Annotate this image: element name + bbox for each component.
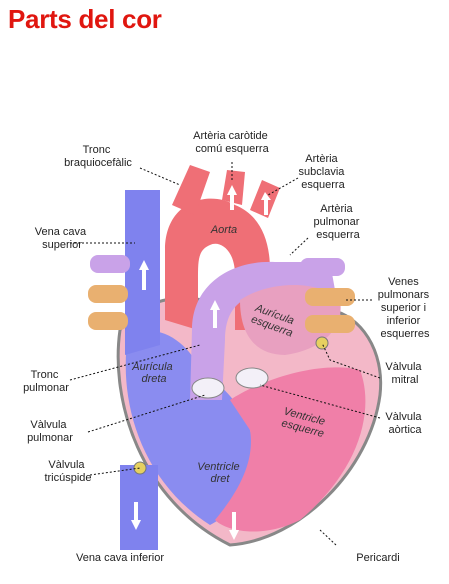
brachiocephalic-trunk (172, 165, 210, 215)
label-ventricle-dret-l1: Ventricle (197, 461, 239, 473)
pulmonary-valve (191, 377, 225, 399)
label-vena-cava-inferior: Vena cava inferior (76, 552, 164, 564)
label-arteria-carotide: Artèria caròtide comú esquerra (193, 130, 271, 155)
label-tronc-pulmonar-l2: pulmonar (23, 382, 69, 394)
label-tronc-braquiocefalic-l1: Tronc (83, 144, 111, 156)
label-venes-pulmonars-l4: inferior (387, 315, 421, 327)
label-arteria-pulmonar: Artèria pulmonar esquerra (314, 203, 363, 241)
label-valvula-pulmonar-l1: Vàlvula (30, 419, 67, 431)
aortic-valve (235, 367, 269, 389)
label-valvula-tricuspide-l2: tricúspide (44, 472, 91, 484)
label-vena-cava-superior-l1: Vena cava (35, 226, 87, 238)
mitral-valve-marker (315, 336, 329, 350)
label-vena-cava-superior: Vena cava superior (35, 226, 89, 251)
label-pericardi: Pericardi (356, 552, 399, 564)
label-valvula-mitral-l2: mitral (392, 374, 419, 386)
label-aorta: Aorta (210, 224, 237, 236)
label-arteria-pulmonar-l2: pulmonar (314, 216, 360, 228)
label-valvula-aortica-l1: Vàlvula (385, 411, 422, 423)
page-title: Parts del cor (8, 4, 162, 34)
label-ventricle-dret: Ventricle dret (197, 461, 242, 485)
right-heart (125, 330, 253, 525)
pulmonary-trunk (190, 261, 335, 400)
label-valvula-tricuspide-l1: Vàlvula (48, 459, 85, 471)
label-arteria-subclavia: Artèria subclavia esquerra (299, 153, 348, 191)
pulmonary-vein-left-upper (305, 288, 355, 306)
pulmonary-vein-right-lower (88, 312, 128, 330)
leader-lines (69, 162, 381, 546)
label-aorta-line: Aorta (210, 224, 237, 236)
inferior-vena-cava (120, 465, 158, 550)
label-arteria-pulmonar-l3: esquerra (316, 229, 360, 241)
left-common-carotid (222, 170, 245, 205)
label-valvula-mitral: Vàlvula mitral (385, 361, 424, 386)
label-arteria-subclavia-l3: esquerra (301, 179, 345, 191)
label-tronc-braquiocefalic: Tronc braquiocefàlic (64, 144, 132, 169)
label-valvula-aortica: Vàlvula aòrtica (385, 411, 424, 436)
label-venes-pulmonars-l1: Venes (388, 276, 419, 288)
label-valvula-mitral-l1: Vàlvula (385, 361, 422, 373)
pulmonary-vein-right-upper (88, 285, 128, 303)
label-auricula-dreta-l1: Aurícula (131, 361, 172, 373)
left-ventricle (215, 367, 366, 532)
label-venes-pulmonars: Venes pulmonars superior i inferior esqu… (378, 276, 432, 340)
flow-arrows (131, 185, 271, 540)
label-auricula-dreta-l2: dreta (141, 373, 166, 385)
label-vena-cava-inferior-l1: Vena cava inferior (76, 552, 164, 564)
pulmonary-vein-left-lower (305, 315, 355, 333)
pulmonary-artery-right-upper (90, 255, 130, 273)
label-auricula-dreta: Aurícula dreta (131, 361, 175, 385)
label-tronc-pulmonar-l1: Tronc (31, 369, 59, 381)
pulmonary-artery-left-upper (300, 258, 345, 276)
label-vena-cava-superior-l2: superior (42, 239, 82, 251)
label-valvula-pulmonar-l2: pulmonar (27, 432, 73, 444)
label-venes-pulmonars-l2: pulmonars (378, 289, 430, 301)
label-pericardi-l1: Pericardi (356, 552, 399, 564)
label-arteria-subclavia-l2: subclavia (299, 166, 346, 178)
label-venes-pulmonars-l5: esquerres (381, 328, 430, 340)
label-valvula-pulmonar: Vàlvula pulmonar (27, 419, 73, 444)
label-arteria-subclavia-l1: Artèria (305, 153, 338, 165)
label-tronc-braquiocefalic-l2: braquiocefàlic (64, 157, 132, 169)
label-valvula-aortica-l2: aòrtica (388, 424, 422, 436)
tricuspid-valve-marker (133, 461, 147, 475)
label-arteria-carotide-l2: comú esquerra (195, 143, 269, 155)
label-ventricle-dret-l2: dret (211, 473, 231, 485)
label-tronc-pulmonar: Tronc pulmonar (23, 369, 69, 394)
label-arteria-carotide-l1: Artèria caròtide (193, 130, 268, 142)
label-venes-pulmonars-l3: superior i (381, 302, 426, 314)
label-arteria-pulmonar-l1: Artèria (320, 203, 353, 215)
label-valvula-tricuspide: Vàlvula tricúspide (44, 459, 91, 484)
